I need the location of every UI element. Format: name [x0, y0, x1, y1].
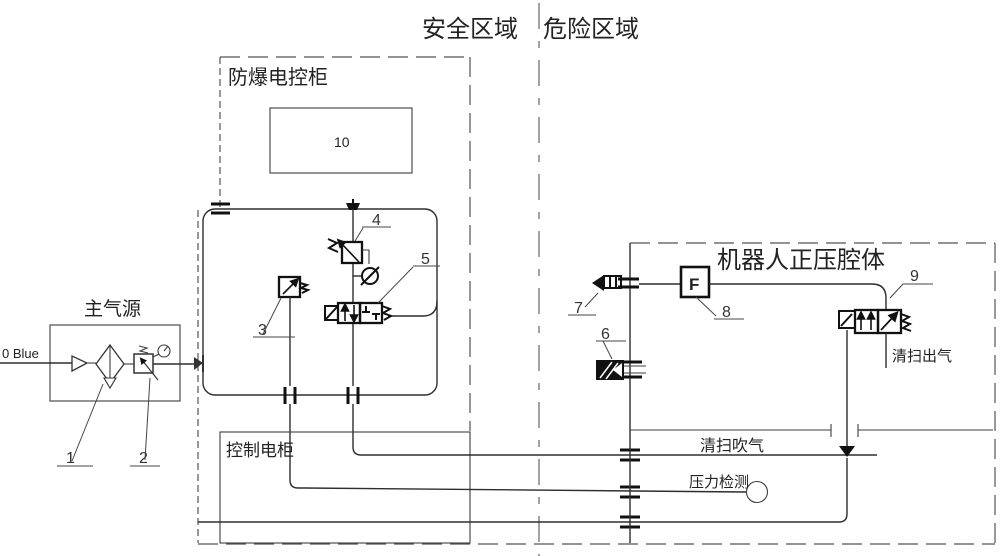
purge-blow-label: 清扫吹气 — [700, 437, 764, 455]
mini-gauge — [157, 344, 171, 358]
regulator-spring — [326, 238, 340, 253]
label-5: 5 — [421, 251, 430, 268]
check-valve — [71, 354, 89, 373]
pressure-switch-3: 3 — [253, 275, 311, 386]
filter-1 — [95, 343, 125, 390]
bulkhead-fitting — [211, 202, 230, 215]
pressure-gauge — [353, 266, 380, 286]
label-1: 1 — [66, 450, 75, 467]
label-8: 8 — [722, 304, 731, 321]
purge-valve-9: 9 清扫出气 — [838, 268, 952, 446]
purge-out-label: 清扫出气 — [892, 348, 952, 365]
robot-chamber-label: 机器人正压腔体 — [717, 247, 885, 274]
supply-branch-pipe — [388, 300, 438, 317]
controller-10: 10 — [269, 107, 413, 174]
label-7: 7 — [574, 300, 583, 317]
pressure-sensor — [745, 480, 769, 504]
zone-danger-label: 危险区域 — [543, 16, 639, 43]
inlet-label: 0 Blue — [2, 346, 39, 361]
tee-plug — [346, 199, 360, 210]
explosion-proof-cabinet-box: 防爆电控柜 — [197, 56, 471, 543]
valve-spring — [380, 305, 394, 321]
explosion-cabinet-label: 防爆电控柜 — [228, 66, 328, 89]
flow-meter-8: F 8 — [639, 265, 887, 321]
robot-chamber-box: 机器人正压腔体 — [629, 242, 996, 544]
muffler-6: 6 — [596, 326, 646, 380]
pressure-detect-line: 压力检测 — [289, 474, 769, 504]
control-cabinet-box: 控制电柜 — [219, 431, 471, 544]
valve9-spring — [899, 313, 913, 332]
purge-blow-line: 清扫吹气 — [352, 437, 877, 456]
label-3: 3 — [258, 322, 267, 339]
switch-spring — [298, 282, 311, 294]
label-9: 9 — [910, 268, 919, 285]
control-cabinet-label: 控制电柜 — [226, 441, 294, 460]
zone-safe-label: 安全区域 — [422, 16, 518, 43]
blow-nozzle — [839, 446, 855, 457]
bulkhead-fitting — [283, 387, 360, 404]
label-6: 6 — [601, 326, 610, 343]
wall-fitting — [194, 355, 204, 372]
label-4: 4 — [372, 212, 381, 229]
regulator-2 — [133, 344, 171, 381]
main-air-source: 主气源 0 Blue 1 2 — [0, 298, 204, 467]
pressure-regulator-4: 4 — [326, 212, 391, 265]
solenoid-valve-5: 5 — [324, 251, 440, 325]
solenoid-coil — [324, 305, 339, 321]
pipe-to-valve9 — [709, 283, 887, 310]
manifold-panel — [202, 199, 438, 396]
air-source-label: 主气源 — [84, 298, 141, 320]
controller-10-label: 10 — [334, 134, 350, 150]
label-2: 2 — [139, 450, 148, 467]
exhaust-nozzle-7: 7 — [568, 275, 639, 317]
return-line — [198, 458, 848, 523]
pressure-detect-label: 压力检测 — [689, 474, 749, 491]
flow-meter-label: F — [689, 275, 699, 294]
